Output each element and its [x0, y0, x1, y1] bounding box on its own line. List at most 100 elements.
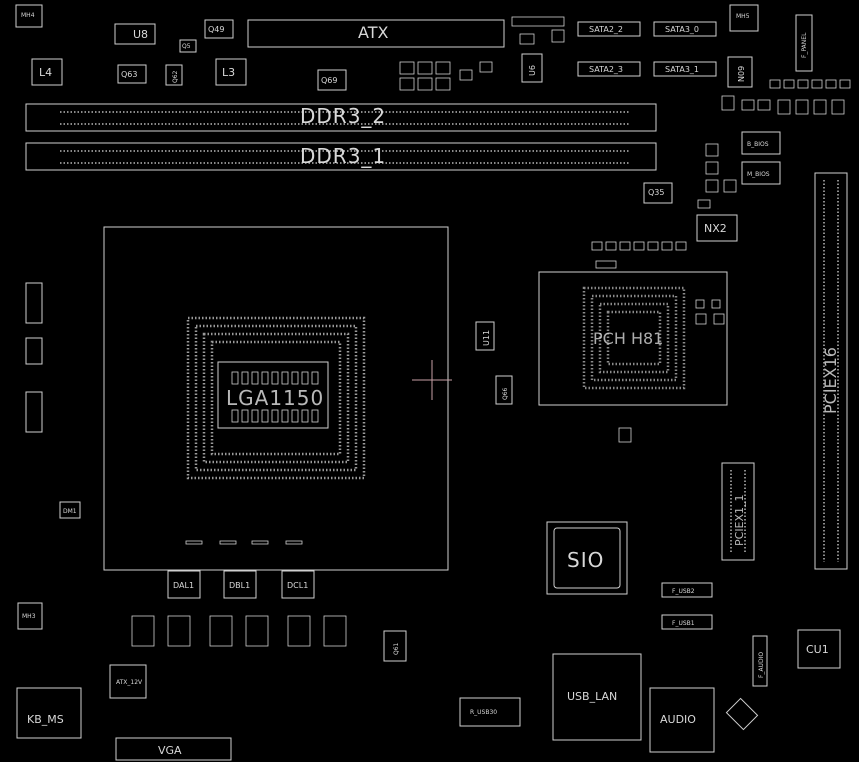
chip-n09[interactable] [727, 56, 753, 88]
header-f-panel[interactable] [795, 14, 813, 72]
connector-kb-ms[interactable] [16, 687, 82, 739]
pciex16-label: PCIEX16 [821, 347, 840, 414]
cpu-socket-center-pads [231, 371, 319, 423]
inductor-l3[interactable] [215, 58, 247, 86]
atx-power-connector[interactable] [247, 19, 505, 48]
transistor-q5[interactable] [179, 39, 197, 53]
chip-u6[interactable] [521, 53, 543, 83]
transistor-q49[interactable] [204, 19, 234, 39]
q66-label: Q66 [502, 387, 509, 400]
mh4-label: MH4 [21, 12, 35, 19]
header-f-usb1[interactable] [661, 614, 713, 630]
transistor-q66[interactable] [495, 375, 513, 405]
mh3-label: MH3 [22, 613, 36, 620]
chip-cu1[interactable] [797, 629, 841, 669]
connector-r-usb30[interactable] [459, 697, 521, 727]
resistor-row-top [511, 16, 565, 45]
q5-label: Q5 [182, 43, 191, 50]
cap-column-left-bios [697, 143, 737, 209]
vga-label: VGA [158, 744, 182, 757]
socket-bottom-pads [185, 540, 303, 545]
m-bios-label: M_BIOS [747, 171, 770, 178]
ddr3-1-label: DDR3_1 [300, 144, 386, 168]
inductor-l4[interactable] [31, 58, 63, 86]
connector-vga[interactable] [115, 737, 232, 761]
dcl1-label: DCL1 [287, 581, 308, 590]
header-f-audio[interactable] [752, 635, 768, 687]
chip-left-2[interactable] [25, 337, 43, 365]
sata3-1-label: SATA3_1 [665, 65, 699, 74]
connector-audio[interactable] [649, 687, 715, 753]
crystal-nx2[interactable] [696, 214, 738, 242]
sio-chip-outline[interactable] [546, 521, 628, 595]
inductor-dbl1[interactable] [223, 570, 257, 599]
f-usb1-label: F_USB1 [672, 620, 695, 627]
transistor-q35[interactable] [643, 182, 673, 204]
cu1-label: CU1 [806, 643, 829, 656]
ddr3-slot-1[interactable] [25, 142, 657, 171]
mh5-label: MH5 [736, 13, 750, 20]
f-usb2-label: F_USB2 [672, 588, 695, 595]
ddr3-slot-2[interactable] [25, 103, 657, 132]
connector-sata2-2[interactable] [577, 21, 641, 37]
pch-chipset[interactable] [538, 271, 728, 406]
cap-bank-mid-top [399, 61, 493, 91]
mounting-hole-mh4[interactable] [15, 4, 43, 28]
q35-label: Q35 [648, 188, 664, 197]
ddr3-2-label: DDR3_2 [300, 104, 386, 128]
chip-rotated-bottom[interactable] [725, 697, 759, 731]
header-f-usb2[interactable] [661, 582, 713, 598]
cap-group-right-top [721, 79, 851, 115]
sata3-0-label: SATA3_0 [665, 25, 699, 34]
connector-usb-lan[interactable] [552, 653, 642, 741]
chip-left-1[interactable] [25, 282, 43, 324]
connector-atx-12v[interactable] [109, 664, 147, 699]
mounting-hole-mh5[interactable] [729, 4, 759, 32]
atx-label: ATX [358, 23, 388, 42]
transistor-q63[interactable] [117, 64, 147, 84]
audio-label: AUDIO [660, 713, 696, 726]
transistor-q62[interactable] [165, 64, 183, 86]
chip-u8[interactable] [114, 23, 156, 45]
mounting-hole-mh3[interactable] [17, 602, 43, 630]
sio-chip-body [553, 527, 621, 589]
u8-label: U8 [133, 28, 148, 41]
inductor-dcl1[interactable] [281, 570, 315, 599]
pciex1-1-slot[interactable] [721, 462, 755, 561]
sata2-2-label: SATA2_2 [589, 25, 623, 34]
transistor-q61[interactable] [383, 630, 407, 662]
q62-label: Q62 [172, 70, 179, 83]
dm1-label: DM1 [63, 508, 77, 515]
q49-label: Q49 [208, 25, 224, 34]
n09-label: N09 [737, 66, 746, 82]
connector-sata3-1[interactable] [653, 61, 717, 77]
chip-m-bios[interactable] [741, 161, 781, 185]
b-bios-label: B_BIOS [747, 141, 769, 148]
pciex1-1-label: PCIEX1_1 [733, 494, 746, 546]
u11-label: U11 [482, 330, 491, 346]
q69-label: Q69 [321, 76, 337, 85]
f-audio-label: F_AUDIO [758, 652, 765, 678]
cpu-socket[interactable] [103, 226, 449, 571]
inductor-dal1[interactable] [167, 570, 201, 599]
transistor-q69[interactable] [317, 69, 347, 91]
pciex16-slot[interactable] [814, 172, 848, 570]
pch-label: PCH H81 [593, 329, 663, 348]
connector-sata2-3[interactable] [577, 61, 641, 77]
chip-left-3[interactable] [25, 391, 43, 433]
pch-resistor-row [591, 241, 725, 443]
pch-ball-grid [582, 286, 686, 390]
connector-sata3-0[interactable] [653, 21, 717, 37]
q61-label: Q61 [393, 642, 400, 655]
kb-ms-label: KB_MS [27, 713, 64, 726]
chip-b-bios[interactable] [741, 131, 781, 155]
crosshair-cursor [412, 360, 452, 400]
l3-label: L3 [222, 66, 235, 79]
f-panel-label: F_PANEL [801, 32, 808, 58]
dal1-label: DAL1 [173, 581, 194, 590]
vrm-mosfet-row [131, 615, 347, 647]
sio-label: SIO [567, 548, 604, 572]
chip-dm1[interactable] [59, 501, 81, 519]
chip-u11[interactable] [475, 321, 495, 351]
